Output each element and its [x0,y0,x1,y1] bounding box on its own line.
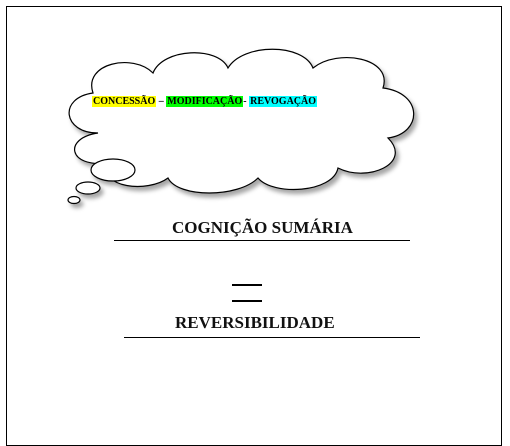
underline-2 [124,337,420,338]
term-revogacao: REVOGAÇÃO [249,96,318,107]
separator-1: – [156,96,167,107]
cloud-terms: CONCESSÃO – MODIFICAÇÃO- REVOGAÇÃO [92,96,318,108]
term-concessao: CONCESSÃO [92,96,157,107]
separator-2: - [243,96,250,107]
thought-cloud [67,48,415,205]
term-modificacao: MODIFICAÇÃO [166,96,244,107]
equals-line-top [232,284,262,286]
underline-1 [114,240,410,241]
heading-cognicao: COGNIÇÃO SUMÁRIA [172,218,353,237]
equals-line-bottom [232,300,262,302]
heading-reversibilidade: REVERSIBILIDADE [175,313,335,332]
